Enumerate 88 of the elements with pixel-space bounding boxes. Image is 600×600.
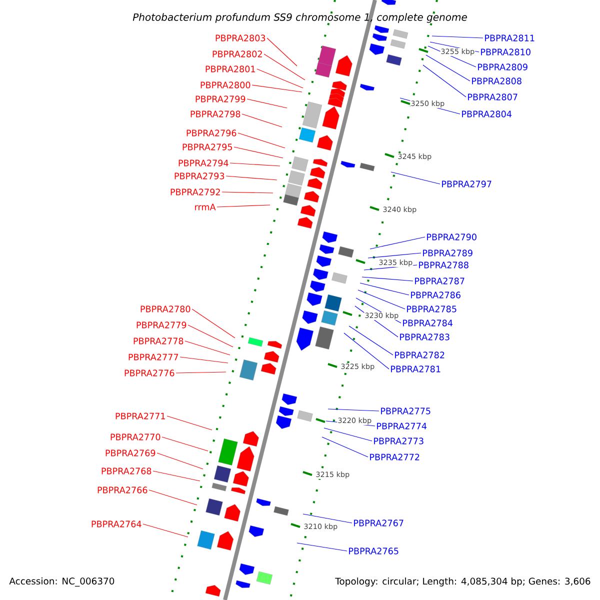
gene-label: PBPRA2768: [102, 468, 152, 474]
gene-label: PBPRA2808: [472, 78, 522, 84]
leader-line: [176, 372, 226, 374]
leader-line: [142, 524, 188, 538]
leader-line: [184, 340, 230, 356]
leader-line: [166, 416, 212, 430]
leader-line: [216, 204, 270, 208]
leader-line: [348, 326, 394, 356]
leader-line: [180, 356, 228, 364]
leader-line: [432, 36, 484, 38]
gene-label: PBPRA2776: [124, 370, 174, 376]
leader-line: [370, 236, 426, 250]
leader-line: [362, 276, 414, 282]
gene-label: PBPRA2809: [478, 64, 528, 70]
leader-line: [156, 452, 204, 470]
gene-label: PBPRA2799: [196, 96, 246, 102]
gene-label: PBPRA2785: [407, 306, 456, 312]
gene-label: PBPRA2787: [415, 278, 464, 284]
leader-line: [266, 38, 298, 66]
accession-text: Accession: NC_006370: [9, 577, 114, 587]
genome-info-text: Topology: circular; Length: 4,085,304 bp; Genes: 3,606: [335, 578, 590, 586]
gene-label: PBPRA2770: [110, 434, 160, 440]
gene-label: PBPRA2764: [92, 520, 142, 528]
gene-label: PBPRA2772: [370, 454, 420, 460]
leader-line: [328, 408, 380, 412]
leader-line: [162, 436, 208, 452]
leader-line: [226, 176, 278, 180]
leader-line: [238, 132, 286, 148]
gene-label: PBPRA2777: [128, 354, 178, 360]
gene-label: PBPRA2771: [116, 412, 165, 420]
leader-line: [230, 162, 280, 166]
leader-line: [322, 436, 368, 458]
gene-label: rrmA: [195, 204, 216, 210]
gene-label: PBPRA2765: [349, 548, 398, 554]
leader-line: [296, 542, 348, 552]
leader-line: [264, 54, 306, 80]
gene-label: PBPRA2769: [106, 450, 156, 456]
leader-line: [222, 192, 274, 194]
leader-line: [426, 54, 470, 82]
gene-label: PBPRA2804: [462, 110, 512, 118]
gene-label: PBPRA2788: [419, 262, 468, 268]
leader-line: [358, 290, 406, 310]
gene-label: PBPRA2790: [427, 234, 476, 240]
leader-line: [256, 68, 304, 88]
gene-label: PBPRA2795: [182, 144, 232, 150]
gene-label: PBPRA2811: [485, 34, 534, 42]
gene-label: PBPRA2782: [395, 352, 444, 358]
gene-label: PBPRA2800: [200, 82, 250, 88]
gene-label: PBPRA2792: [170, 188, 220, 196]
leader-line: [368, 252, 422, 258]
leader-line: [422, 64, 466, 98]
leader-line: [344, 332, 390, 370]
gene-label: PBPRA2784: [403, 320, 453, 326]
gene-label: PBPRA2775: [381, 408, 430, 414]
gene-label: PBPRA2767: [354, 520, 404, 526]
gene-label: PBPRA2803: [216, 34, 266, 42]
gene-label: PBPRA2786: [411, 292, 460, 298]
leader-line: [246, 98, 288, 108]
leader-line: [188, 324, 234, 348]
leader-line: [152, 470, 200, 482]
gene-label: PBPRA2796: [186, 130, 236, 136]
gene-label: PBPRA2793: [174, 172, 224, 180]
leader-line: [390, 172, 440, 184]
gene-label: PBPRA2794: [178, 160, 228, 166]
gene-label: PBPRA2801: [206, 66, 255, 72]
gene-label: PBPRA2807: [468, 94, 518, 100]
gene-label: PBPRA2798: [190, 110, 240, 118]
gene-label: PBPRA2780: [140, 306, 190, 312]
leader-line: [192, 308, 236, 338]
gene-label: PBPRA2789: [423, 250, 472, 256]
leader-line: [360, 282, 410, 296]
title: Photobacterium profundum SS9 chromosome 1, complete genome: [132, 13, 467, 23]
leader-line: [324, 428, 372, 442]
gene-label: PBPRA2778: [134, 338, 184, 344]
leader-line: [148, 490, 198, 506]
gene-label: PBPRA2781: [391, 366, 440, 372]
gene-label: PBPRA2810: [481, 48, 530, 56]
gene-label: PBPRA2783: [400, 334, 450, 340]
gene-label: PBPRA2766: [98, 486, 148, 494]
leader-line: [302, 514, 352, 524]
gene-label: PBPRA2773: [374, 438, 424, 444]
gene-label: PBPRA2802: [212, 50, 262, 58]
gene-label: PBPRA2779: [136, 322, 186, 328]
leader-line: [252, 84, 302, 92]
gene-label: PBPRA2774: [377, 422, 427, 430]
leader-line: [234, 146, 284, 158]
leader-line: [242, 114, 282, 128]
gene-label: PBPRA2797: [442, 180, 492, 188]
